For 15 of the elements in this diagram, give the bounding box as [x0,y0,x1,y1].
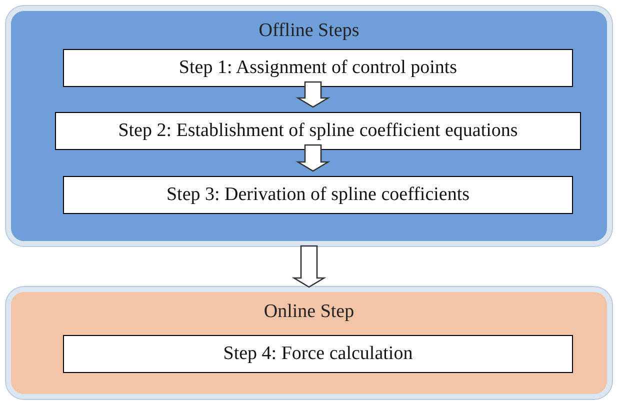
step-box [63,335,573,373]
group-panel [6,287,612,399]
step-label: Step 4: Force calculation [223,342,413,366]
step-label: Step 3: Derivation of spline coefficients [166,182,470,207]
step-box [63,49,573,87]
panel-heading: Offline Steps [258,19,360,43]
step-box [63,176,573,214]
hollow-arrow [296,81,330,108]
step-box [55,112,581,150]
step-label: Step 1: Assignment of control points [178,56,458,80]
group-panel [6,6,612,246]
panel-heading: Online Step [262,300,356,324]
hollow-arrow [292,245,326,288]
step-label: Step 2: Establishment of spline coefficient equations [118,118,518,143]
hollow-arrow [296,144,330,172]
